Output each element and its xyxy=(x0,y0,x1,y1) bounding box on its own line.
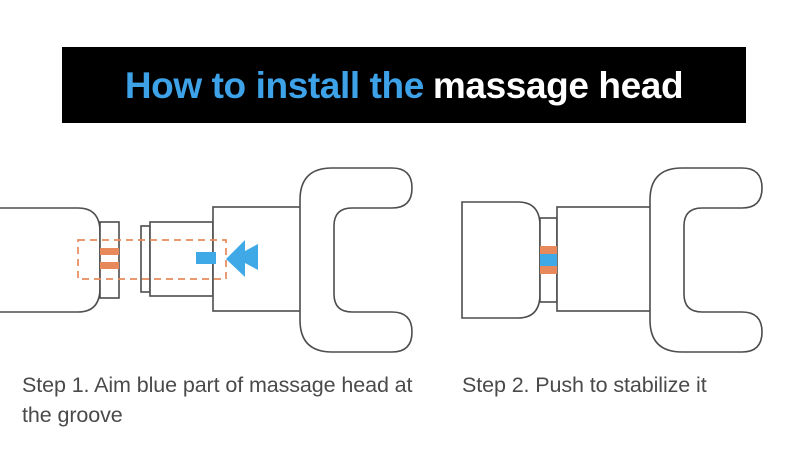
title-part-white: massage head xyxy=(432,64,684,106)
groove-orange-bar-upper xyxy=(100,248,119,255)
massage-head-fork xyxy=(299,167,413,353)
groove-orange-bar-upper xyxy=(540,246,557,254)
step-2-caption: Step 2. Push to stabilize it xyxy=(462,373,707,397)
step-1-caption: Step 1. Aim blue part of massage head at… xyxy=(22,373,413,427)
device-body xyxy=(0,207,101,313)
step-2-diagram xyxy=(450,160,790,360)
device-collar xyxy=(99,221,120,299)
massage-head-body xyxy=(556,206,656,312)
alignment-dashed-box xyxy=(77,239,227,280)
massage-head-endcap xyxy=(140,225,151,293)
groove-orange-bar-lower xyxy=(540,266,557,274)
groove-blue-bar xyxy=(540,254,557,266)
step-1-diagram xyxy=(0,160,450,360)
device-body xyxy=(461,201,541,319)
massage-head-blue-tab xyxy=(196,252,216,264)
groove-orange-bar-lower xyxy=(100,262,119,269)
diagram-area xyxy=(0,160,790,360)
title-part-blue: How to install the xyxy=(124,64,424,106)
massage-head-fork xyxy=(649,167,763,353)
push-direction-arrow xyxy=(226,240,258,277)
